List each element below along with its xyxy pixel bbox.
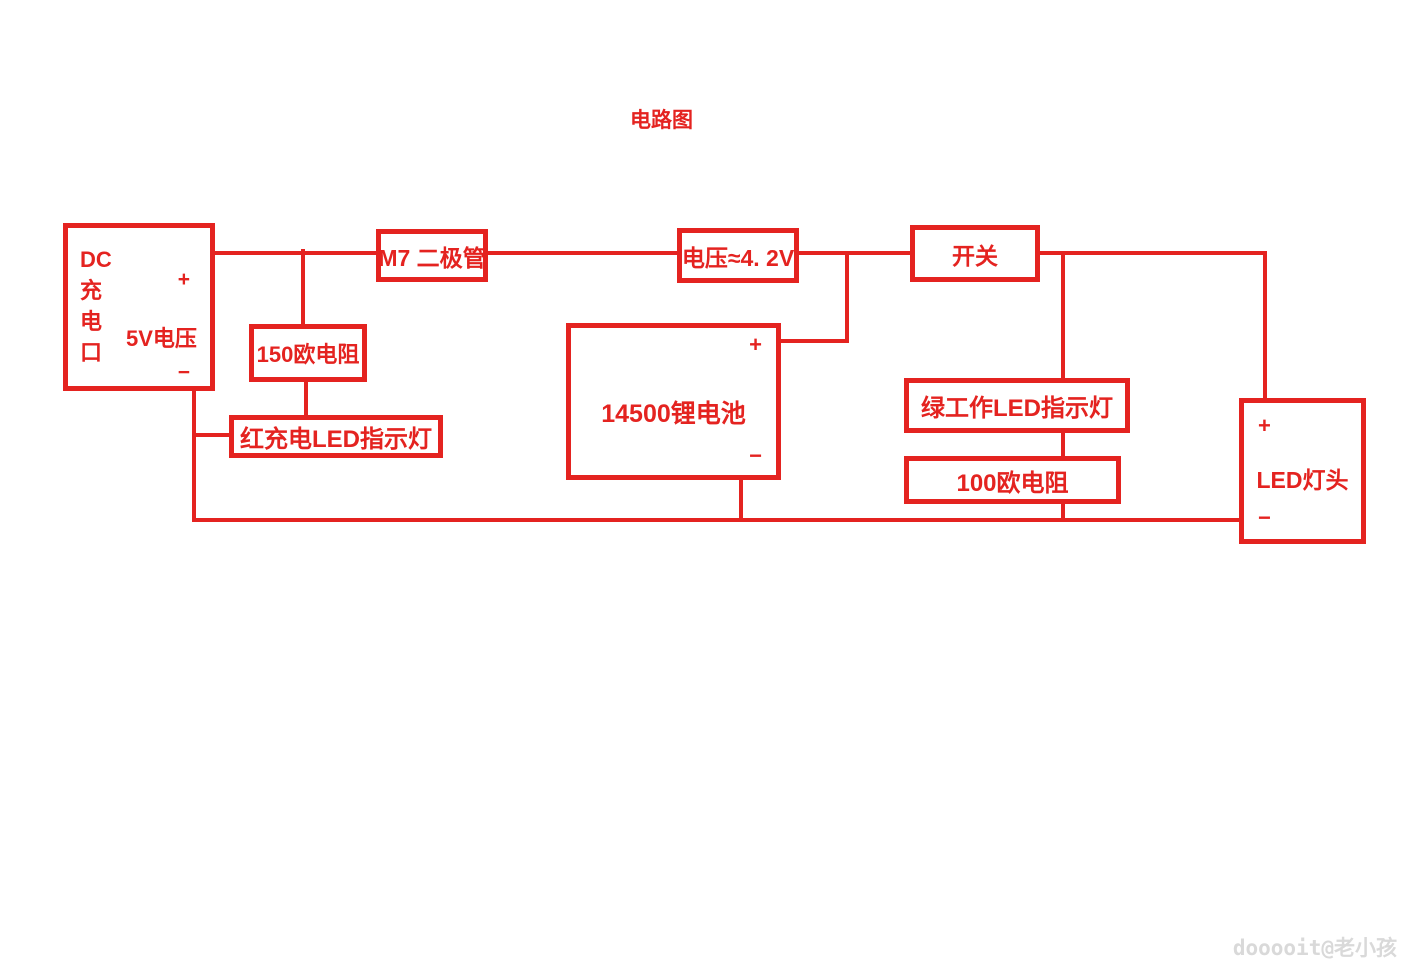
wire-branch-to-battery-plus [845, 251, 849, 343]
wire-dc-to-diode [211, 251, 378, 255]
resistor-100-label: 100欧电阻 [956, 469, 1069, 497]
led-head-plus-terminal: + [1258, 413, 1271, 438]
m7-diode-box: M7 二极管 [376, 229, 488, 282]
wire-battery-plus [778, 339, 849, 343]
wire-bottom-bus [192, 518, 1242, 522]
green-work-led-box: 绿工作LED指示灯 [904, 378, 1130, 433]
switch-label: 开关 [952, 242, 998, 269]
resistor-150-box: 150欧电阻 [249, 324, 367, 382]
resistor-100-box: 100欧电阻 [904, 456, 1121, 504]
dc-port-voltage-label: 5V电压 [126, 326, 197, 351]
m7-diode-label: M7 二极管 [378, 244, 486, 271]
dc-charge-port-box: DC 充 电 口 + 5V电压 − [63, 223, 215, 391]
battery-label: 14500锂电池 [601, 400, 746, 428]
battery-minus-terminal: − [749, 443, 762, 468]
wire-greenled-to-r100 [1061, 429, 1065, 459]
led-head-minus-terminal: − [1258, 505, 1271, 530]
resistor-150-label: 150欧电阻 [256, 342, 360, 367]
wire-diode-to-voltage [486, 251, 679, 255]
wire-r150-to-redled [304, 380, 308, 418]
battery-plus-terminal: + [749, 332, 762, 357]
dc-port-plus-terminal: + [177, 268, 190, 291]
dc-charge-port-label: DC 充 电 口 [80, 247, 112, 365]
battery-box: + 14500锂电池 − [566, 323, 781, 480]
wire-battery-minus-down [739, 476, 743, 522]
wire-branch-to-greenled [1061, 251, 1065, 381]
green-work-led-label: 绿工作LED指示灯 [921, 395, 1113, 422]
wire-corner-to-ledhead [1263, 251, 1267, 401]
voltage-node-box: 电压≈4. 2V [677, 228, 799, 283]
wire-dc-minus-down [192, 388, 196, 522]
red-charge-led-label: 红充电LED指示灯 [240, 426, 432, 453]
wire-r100-to-bus [1061, 500, 1065, 522]
wire-switch-to-corner [1037, 251, 1267, 255]
switch-box: 开关 [910, 225, 1040, 282]
led-head-label: LED灯头 [1256, 467, 1349, 493]
led-head-box: + LED灯头 − [1239, 398, 1366, 544]
wire-branch-to-r150 [301, 249, 305, 327]
red-charge-led-box: 红充电LED指示灯 [229, 415, 443, 458]
diagram-title: 电路图 [630, 109, 693, 132]
watermark: dooooit@老小孩 [1232, 936, 1397, 960]
dc-port-minus-terminal: − [177, 361, 190, 384]
wire-to-redled-left [192, 433, 232, 437]
voltage-node-label: 电压≈4. 2V [681, 244, 795, 271]
wire-voltage-to-switch [796, 251, 912, 255]
